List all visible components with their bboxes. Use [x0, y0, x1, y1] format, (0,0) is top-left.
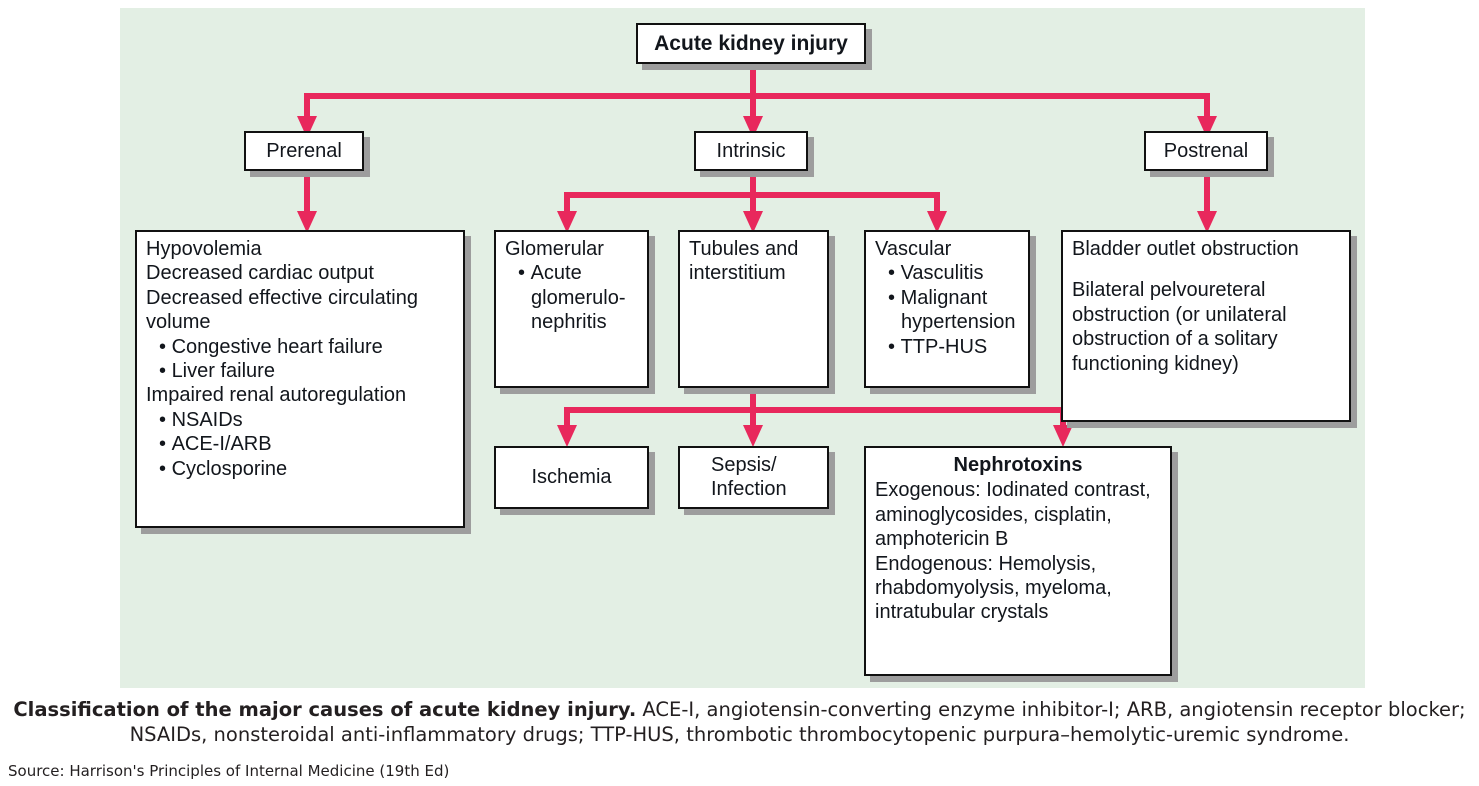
list-item: Glomerular [505, 238, 604, 260]
node-nephrotoxins[interactable]: Nephrotoxins Exogenous: Iodinated contra… [864, 446, 1172, 676]
connector-prerenal-detail [304, 171, 310, 214]
list-item: Tubules and interstitium [689, 238, 799, 285]
connector-bottom-bus [564, 407, 1066, 413]
node-sepsis-infection-label: Sepsis/ Infection [711, 454, 787, 501]
vascular-list: VascularVasculitisMalignant hypertension… [875, 237, 1019, 359]
list-item: TTP-HUS [875, 335, 1019, 359]
connector-to-vascular [934, 192, 940, 214]
node-intrinsic-label: Intrinsic [716, 139, 786, 162]
arrowhead-vascular [927, 211, 947, 233]
node-postrenal-label: Postrenal [1163, 139, 1249, 162]
arrowhead-nephrotoxins [1053, 425, 1073, 447]
list-item: Malignant hypertension [875, 286, 1019, 335]
arrowhead-glomerular [557, 211, 577, 233]
node-sepsis-infection[interactable]: Sepsis/ Infection [678, 446, 829, 509]
node-postrenal[interactable]: Postrenal [1144, 131, 1268, 171]
node-vascular[interactable]: VascularVasculitisMalignant hypertension… [864, 230, 1030, 388]
figure-caption: Classification of the major causes of ac… [0, 697, 1479, 748]
list-item: Bilateral pelvoureteral obstruction (or … [1072, 279, 1287, 375]
arrowhead-prerenal-detail [297, 211, 317, 233]
node-intrinsic[interactable]: Intrinsic [694, 131, 808, 171]
node-tubules-interstitium[interactable]: Tubules and interstitium [678, 230, 829, 388]
connector-to-glomerular [564, 192, 570, 214]
node-prerenal[interactable]: Prerenal [244, 131, 364, 171]
list-item: Decreased cardiac output [146, 262, 374, 285]
list-item: NSAIDs [146, 408, 454, 432]
arrowhead-postrenal-detail [1197, 211, 1217, 233]
list-item: Exogenous: Iodinated contrast, aminoglyc… [875, 479, 1151, 551]
node-prerenal-label: Prerenal [266, 139, 342, 162]
connector-to-postrenal [1204, 93, 1210, 118]
list-item: Decreased effective circulating volume [146, 286, 418, 334]
list-item: ACE-I/ARB [146, 432, 454, 456]
arrowhead-ischemia [557, 425, 577, 447]
list-item: Vasculitis [875, 261, 1019, 285]
arrowhead-tubules [743, 211, 763, 233]
list-item: Vascular [875, 238, 952, 260]
connector-tubules-stem [750, 386, 756, 409]
node-ischemia[interactable]: Ischemia [494, 446, 649, 509]
connector-to-intrinsic [750, 93, 756, 118]
node-acute-kidney-injury[interactable]: Acute kidney injury [636, 23, 866, 64]
glomerular-list: GlomerularAcute glomerulo-nephritis [505, 237, 638, 335]
caption-lead: Classification of the major causes of ac… [13, 698, 637, 721]
node-acute-kidney-injury-label: Acute kidney injury [654, 31, 848, 55]
list-item: Liver failure [146, 359, 454, 383]
connector-to-ischemia [564, 407, 570, 427]
caption-body: ACE-I, angiotensin-converting enzyme inh… [129, 698, 1466, 747]
connector-postrenal-detail [1204, 171, 1210, 214]
list-item: Hypovolemia [146, 238, 262, 260]
connector-to-prerenal [304, 93, 310, 118]
connector-root-bus [304, 93, 1210, 99]
connector-root-stem [750, 63, 756, 95]
connector-intrinsic-stem [750, 171, 756, 194]
diagram-panel: Acute kidney injury Prerenal Intrinsic P… [120, 8, 1365, 688]
list-item: Endogenous: Hemolysis, rhabdomyolysis, m… [875, 552, 1112, 624]
list-item: Acute glomerulo-nephritis [505, 261, 638, 334]
arrowhead-sepsis [743, 425, 763, 447]
nephrotoxins-list: Exogenous: Iodinated contrast, aminoglyc… [875, 478, 1161, 624]
list-item: Bladder outlet obstruction [1072, 238, 1299, 260]
node-glomerular[interactable]: GlomerularAcute glomerulo-nephritis [494, 230, 649, 388]
connector-to-sepsis [750, 407, 756, 427]
list-item: Congestive heart failure [146, 335, 454, 359]
list-item [1072, 261, 1340, 278]
connector-to-tubules [750, 192, 756, 214]
node-ischemia-label: Ischemia [531, 466, 612, 489]
figure-source: Source: Harrison's Principles of Interna… [8, 762, 450, 780]
list-item: Cyclosporine [146, 457, 454, 481]
list-item: Impaired renal autoregulation [146, 384, 407, 407]
tubules-list: Tubules and interstitium [689, 237, 818, 286]
node-nephrotoxins-heading: Nephrotoxins [953, 454, 1083, 476]
